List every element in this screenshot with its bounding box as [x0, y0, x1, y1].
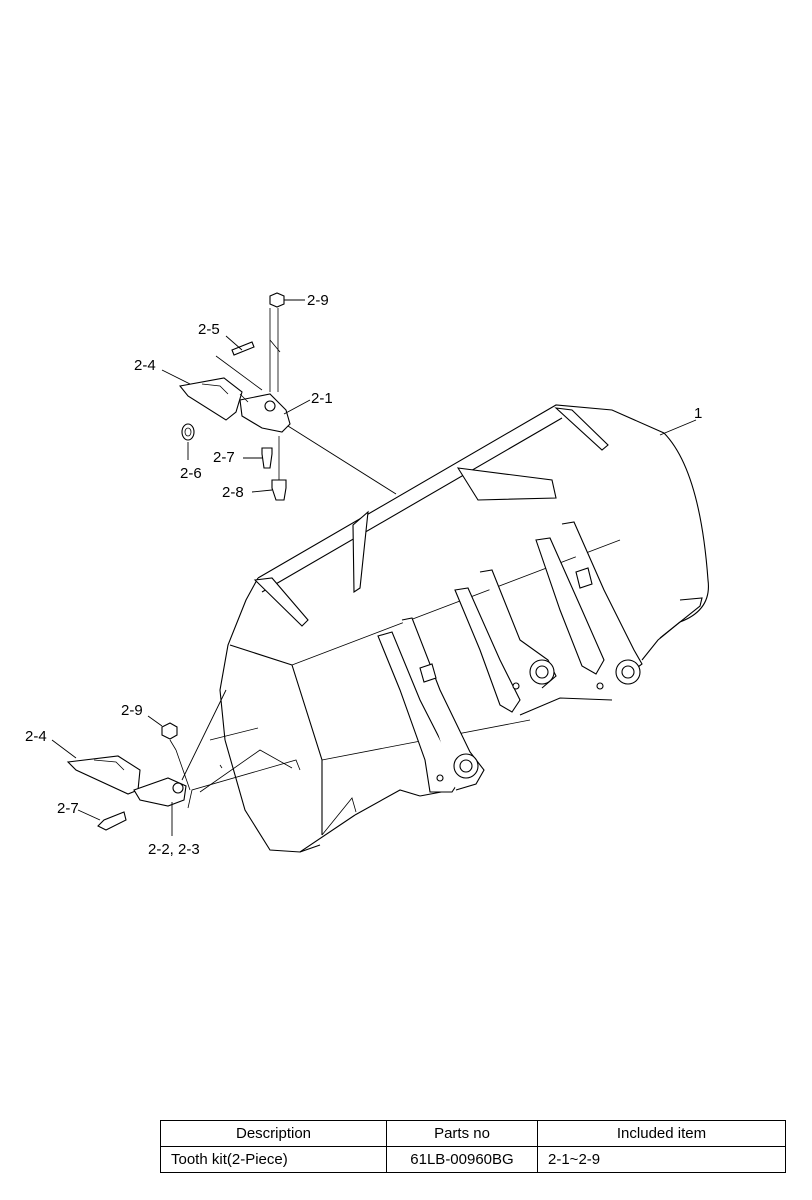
callout-2-7-bottom: 2-7	[57, 800, 79, 817]
callout-2-4-bottom: 2-4	[25, 728, 47, 745]
cell-description: Tooth kit(2-Piece)	[160, 1146, 387, 1173]
header-included-item: Included item	[537, 1120, 786, 1147]
header-parts-no: Parts no	[386, 1120, 538, 1147]
table-row: Tooth kit(2-Piece) 61LB-00960BG 2-1~2-9	[160, 1146, 786, 1173]
parts-table-header-row: Description Parts no Included item	[160, 1120, 786, 1147]
bucket-body	[187, 404, 709, 853]
lift-arm-brackets	[377, 521, 643, 793]
bottom-tooth-assembly	[66, 689, 227, 831]
callout-2-9-bottom: 2-9	[121, 702, 143, 719]
cell-included-item: 2-1~2-9	[537, 1146, 786, 1173]
callout-2-1: 2-1	[311, 390, 333, 407]
callout-leaders	[51, 299, 697, 836]
callout-2-7-top: 2-7	[213, 449, 235, 466]
nut-2-9-top	[269, 292, 285, 308]
callout-2-2-2-3: 2-2, 2-3	[148, 841, 200, 858]
callout-2-8: 2-8	[222, 484, 244, 501]
callout-labels: 2-9 2-5 2-4 2-1 1 2-6 2-7 2-8 2-9 2-4 2-…	[25, 292, 702, 858]
tooth-2-4-top	[178, 377, 243, 421]
pin-2-5	[231, 341, 255, 356]
washer-2-6	[181, 423, 195, 441]
nut-2-9-bottom	[161, 722, 178, 740]
top-tooth-assembly	[178, 292, 397, 501]
bolt-2-8	[271, 479, 287, 501]
header-description: Description	[160, 1120, 387, 1147]
callout-2-4-top: 2-4	[134, 357, 156, 374]
callout-2-5: 2-5	[198, 321, 220, 338]
tooth-2-4-bottom	[66, 755, 141, 795]
callout-2-9-top: 2-9	[307, 292, 329, 309]
bolt-2-7-bottom	[97, 811, 127, 831]
callout-1: 1	[694, 405, 702, 422]
callout-2-6: 2-6	[180, 465, 202, 482]
adapter-2-1	[239, 393, 291, 433]
adapter-2-2-2-3	[133, 777, 187, 807]
parts-table: Description Parts no Included item Tooth…	[160, 1120, 786, 1173]
bolt-2-7-top	[261, 447, 273, 469]
cell-parts-no: 61LB-00960BG	[386, 1146, 538, 1173]
